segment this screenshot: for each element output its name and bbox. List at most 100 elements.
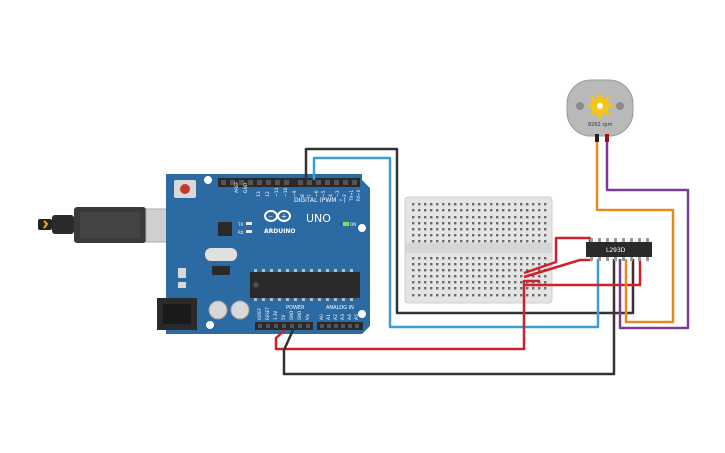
breadboard-hole[interactable] (544, 209, 547, 212)
breadboard-hole[interactable] (448, 257, 451, 260)
breadboard-hole[interactable] (538, 294, 541, 297)
breadboard-hole[interactable] (460, 281, 463, 284)
breadboard-hole[interactable] (436, 257, 439, 260)
breadboard-hole[interactable] (478, 281, 481, 284)
breadboard-hole[interactable] (436, 287, 439, 290)
wire-red[interactable] (274, 279, 540, 351)
breadboard-hole[interactable] (412, 234, 415, 237)
breadboard-hole[interactable] (502, 240, 505, 243)
breadboard-hole[interactable] (472, 281, 475, 284)
breadboard-hole[interactable] (430, 287, 433, 290)
breadboard-hole[interactable] (472, 234, 475, 237)
breadboard-hole[interactable] (508, 257, 511, 260)
breadboard-hole[interactable] (508, 216, 511, 219)
breadboard-hole[interactable] (478, 287, 481, 290)
breadboard-hole[interactable] (526, 257, 529, 260)
breadboard-hole[interactable] (526, 294, 529, 297)
breadboard-hole[interactable] (472, 275, 475, 278)
breadboard-hole[interactable] (466, 203, 469, 206)
breadboard-hole[interactable] (508, 240, 511, 243)
breadboard-hole[interactable] (496, 275, 499, 278)
breadboard-hole[interactable] (496, 228, 499, 231)
breadboard-hole[interactable] (442, 222, 445, 225)
breadboard-hole[interactable] (418, 263, 421, 266)
breadboard-hole[interactable] (424, 281, 427, 284)
breadboard-hole[interactable] (484, 234, 487, 237)
breadboard-hole[interactable] (466, 216, 469, 219)
breadboard-hole[interactable] (538, 257, 541, 260)
breadboard-hole[interactable] (526, 240, 529, 243)
breadboard-hole[interactable] (490, 234, 493, 237)
breadboard-hole[interactable] (466, 240, 469, 243)
breadboard-hole[interactable] (502, 269, 505, 272)
breadboard-hole[interactable] (520, 203, 523, 206)
breadboard-hole[interactable] (508, 294, 511, 297)
breadboard-hole[interactable] (418, 257, 421, 260)
breadboard-hole[interactable] (448, 281, 451, 284)
breadboard-hole[interactable] (436, 216, 439, 219)
breadboard-hole[interactable] (508, 234, 511, 237)
breadboard-hole[interactable] (532, 228, 535, 231)
breadboard-hole[interactable] (466, 257, 469, 260)
breadboard-hole[interactable] (538, 234, 541, 237)
breadboard-hole[interactable] (418, 209, 421, 212)
breadboard-hole[interactable] (520, 281, 523, 284)
breadboard-hole[interactable] (514, 209, 517, 212)
breadboard-hole[interactable] (532, 275, 535, 278)
breadboard-hole[interactable] (532, 240, 535, 243)
breadboard-hole[interactable] (496, 203, 499, 206)
breadboard-hole[interactable] (448, 228, 451, 231)
breadboard-hole[interactable] (478, 216, 481, 219)
breadboard-hole[interactable] (430, 240, 433, 243)
breadboard-hole[interactable] (424, 240, 427, 243)
breadboard-hole[interactable] (544, 294, 547, 297)
breadboard-hole[interactable] (472, 222, 475, 225)
breadboard-hole[interactable] (472, 287, 475, 290)
breadboard-hole[interactable] (430, 222, 433, 225)
breadboard-hole[interactable] (436, 294, 439, 297)
breadboard-hole[interactable] (418, 222, 421, 225)
breadboard-hole[interactable] (424, 263, 427, 266)
breadboard-hole[interactable] (430, 281, 433, 284)
wire-blue[interactable] (312, 156, 600, 329)
breadboard-hole[interactable] (502, 203, 505, 206)
breadboard-hole[interactable] (544, 281, 547, 284)
breadboard-hole[interactable] (490, 203, 493, 206)
breadboard-hole[interactable] (466, 275, 469, 278)
breadboard-hole[interactable] (484, 209, 487, 212)
breadboard-hole[interactable] (436, 209, 439, 212)
breadboard-hole[interactable] (484, 240, 487, 243)
breadboard-hole[interactable] (538, 203, 541, 206)
breadboard-hole[interactable] (472, 216, 475, 219)
breadboard-hole[interactable] (538, 287, 541, 290)
breadboard-hole[interactable] (430, 275, 433, 278)
breadboard-hole[interactable] (424, 222, 427, 225)
breadboard-hole[interactable] (496, 240, 499, 243)
wire-purple[interactable] (605, 142, 690, 330)
breadboard-hole[interactable] (490, 287, 493, 290)
breadboard-hole[interactable] (454, 269, 457, 272)
breadboard-hole[interactable] (460, 287, 463, 290)
breadboard-hole[interactable] (466, 228, 469, 231)
breadboard-hole[interactable] (508, 287, 511, 290)
breadboard-hole[interactable] (472, 294, 475, 297)
breadboard-hole[interactable] (496, 257, 499, 260)
breadboard-hole[interactable] (478, 263, 481, 266)
breadboard-hole[interactable] (472, 257, 475, 260)
breadboard-hole[interactable] (412, 222, 415, 225)
breadboard-hole[interactable] (430, 263, 433, 266)
breadboard-hole[interactable] (424, 209, 427, 212)
breadboard-hole[interactable] (412, 269, 415, 272)
breadboard-hole[interactable] (466, 222, 469, 225)
breadboard-hole[interactable] (538, 269, 541, 272)
breadboard-hole[interactable] (478, 209, 481, 212)
breadboard-hole[interactable] (508, 203, 511, 206)
breadboard-hole[interactable] (484, 228, 487, 231)
breadboard-hole[interactable] (532, 263, 535, 266)
breadboard[interactable] (404, 196, 553, 304)
breadboard-hole[interactable] (532, 294, 535, 297)
wire-orange[interactable] (595, 142, 675, 324)
breadboard-hole[interactable] (502, 234, 505, 237)
breadboard-hole[interactable] (478, 269, 481, 272)
breadboard-hole[interactable] (538, 240, 541, 243)
